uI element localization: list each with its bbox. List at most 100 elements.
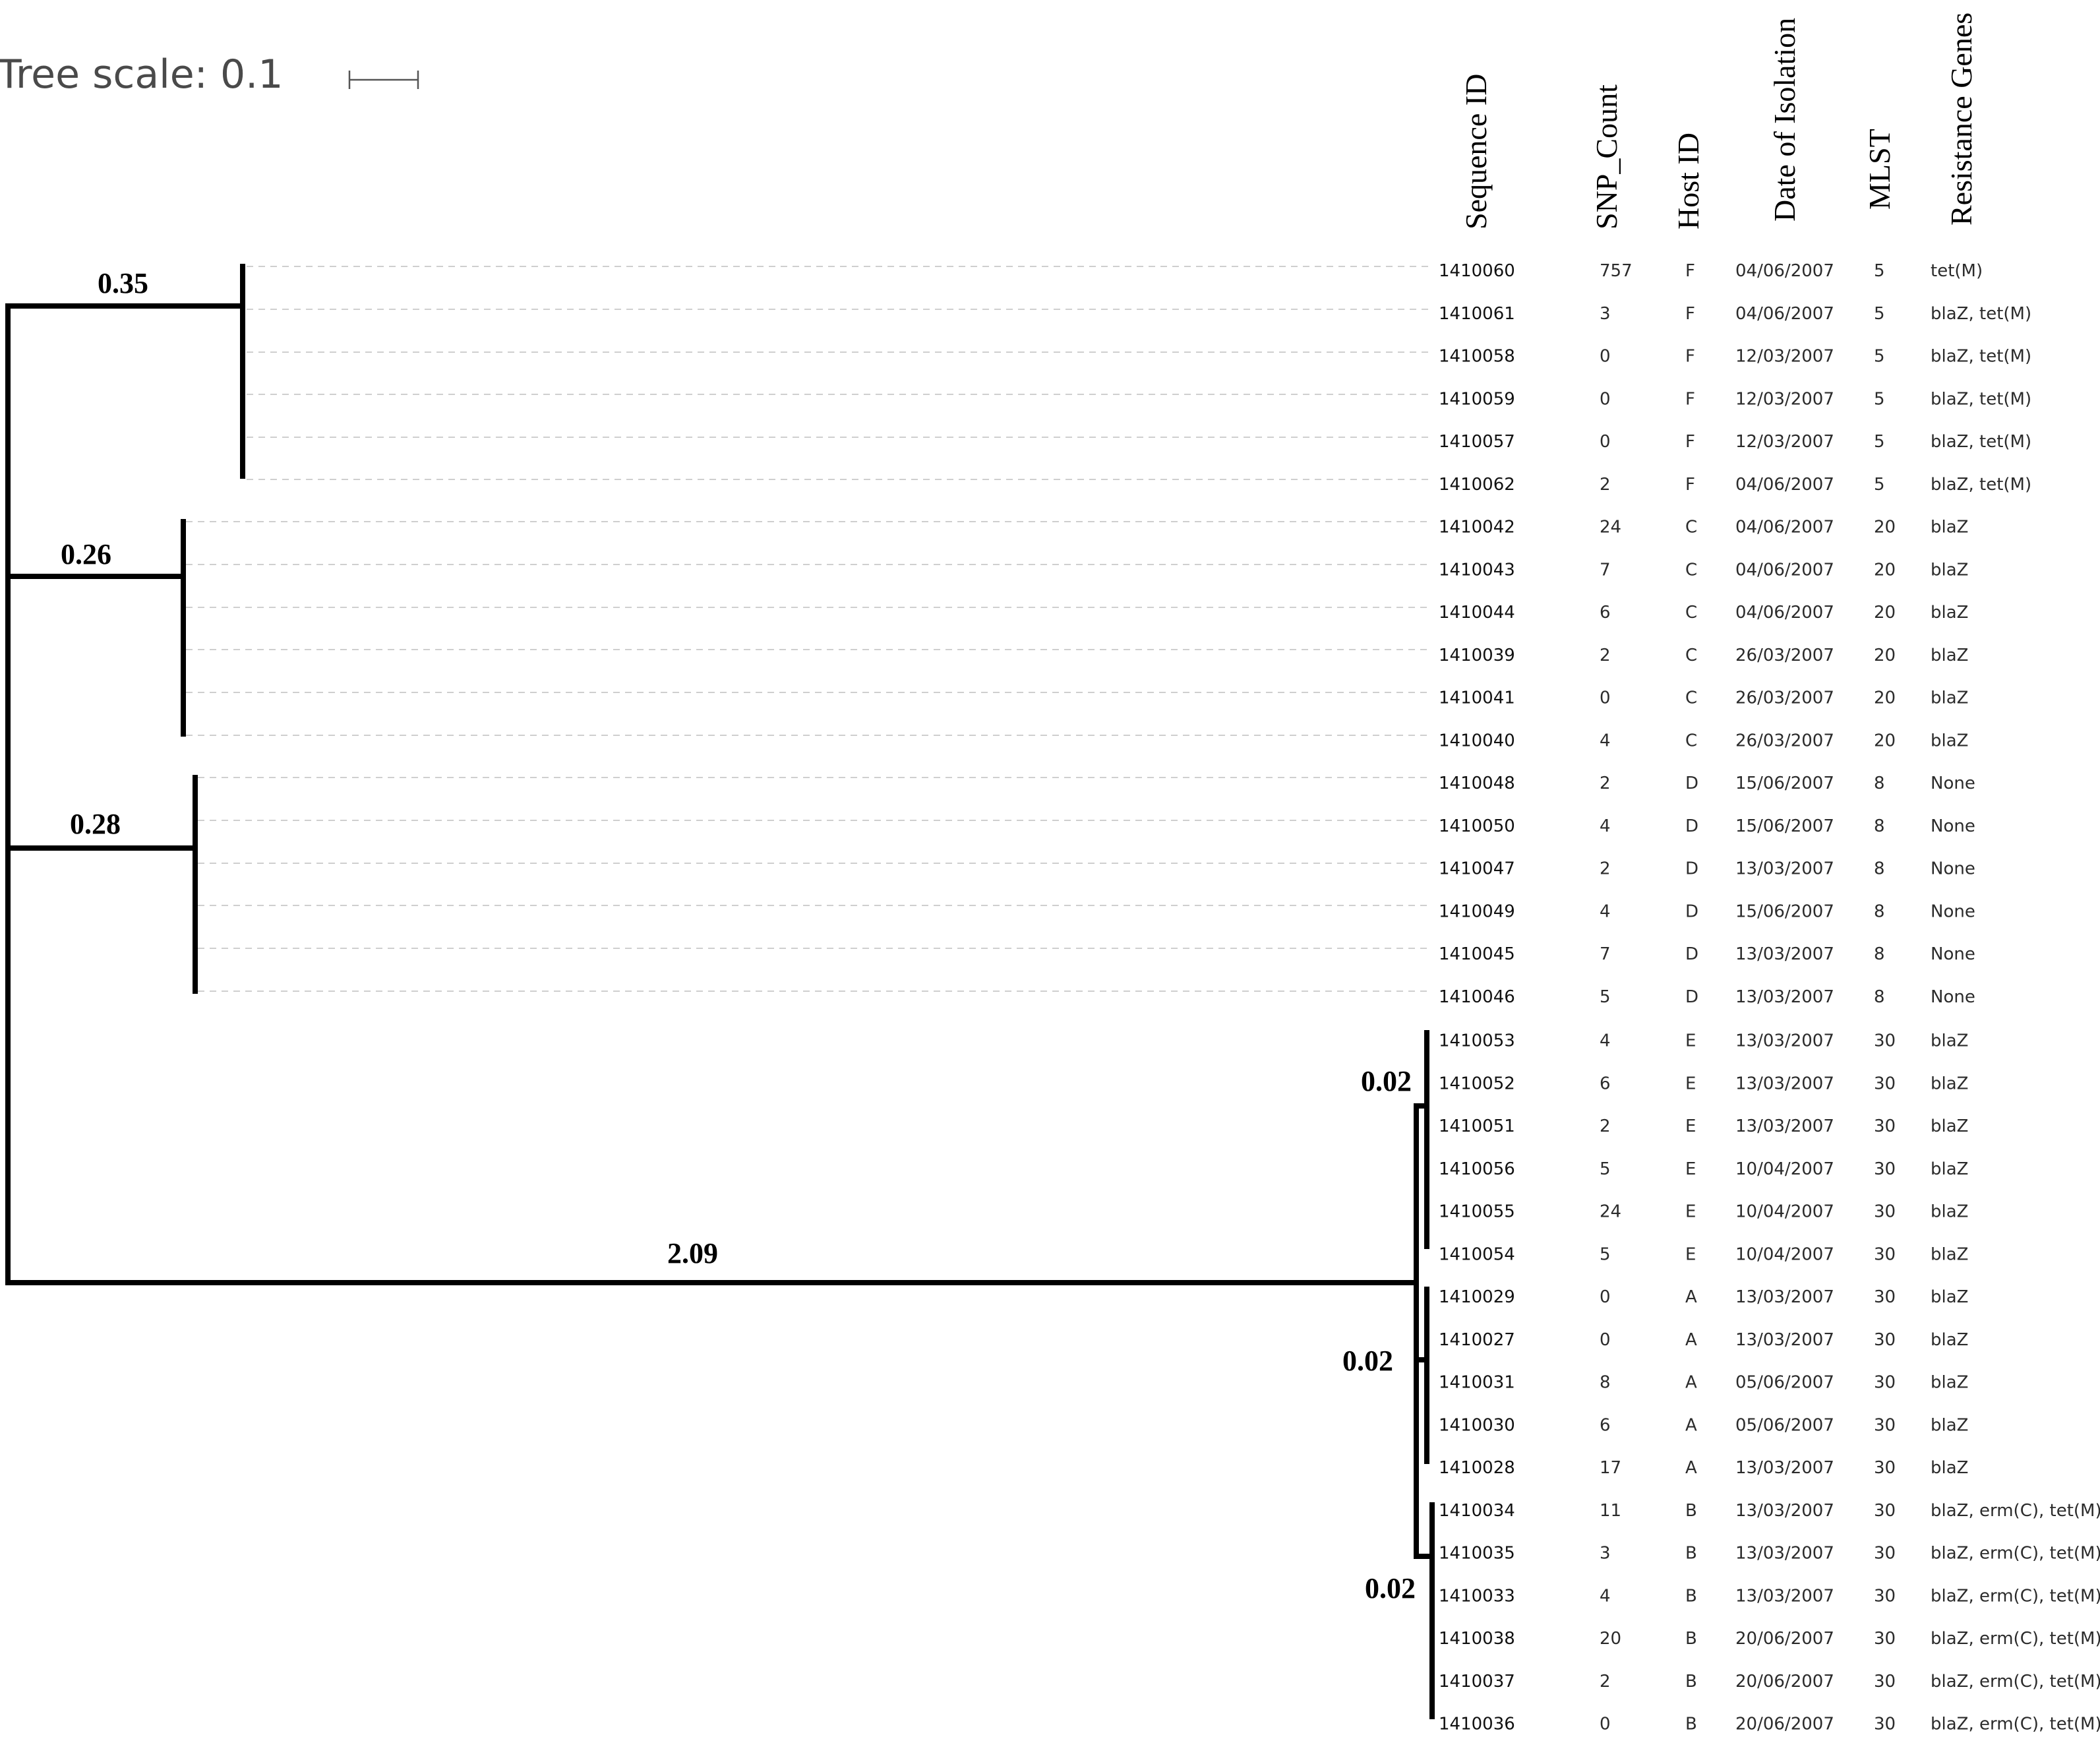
cell-host-id: A [1685, 1373, 1697, 1393]
cell-snp-count: 20 [1600, 1629, 1621, 1649]
cell-mlst: 30 [1874, 1330, 1896, 1350]
cell-sequence-id: 1410053 [1439, 1031, 1515, 1051]
cell-date-of-isolation: 04/06/2007 [1735, 518, 1834, 537]
column-headers: Sequence ID SNP_Count Host ID Date of Is… [1459, 13, 1978, 229]
cell-sequence-id: 1410051 [1439, 1116, 1515, 1136]
cell-snp-count: 11 [1600, 1501, 1621, 1521]
cell-host-id: C [1685, 731, 1697, 750]
cell-snp-count: 3 [1600, 1544, 1611, 1564]
cell-snp-count: 4 [1600, 901, 1611, 921]
cell-sequence-id: 1410036 [1439, 1715, 1515, 1734]
cell-sequence-id: 1410057 [1439, 432, 1515, 452]
cell-sequence-id: 1410044 [1439, 603, 1515, 623]
cell-sequence-id: 1410033 [1439, 1586, 1515, 1606]
cell-sequence-id: 1410046 [1439, 987, 1515, 1007]
cell-sequence-id: 1410037 [1439, 1672, 1515, 1692]
cell-mlst: 5 [1874, 347, 1885, 367]
cell-mlst: 30 [1874, 1501, 1896, 1521]
cell-resistance-genes: blaZ [1931, 1244, 1968, 1264]
cell-resistance-genes: None [1931, 987, 1975, 1007]
cell-date-of-isolation: 20/06/2007 [1735, 1715, 1834, 1734]
cell-host-id: E [1685, 1244, 1696, 1264]
cell-snp-count: 4 [1600, 1031, 1611, 1051]
cell-sequence-id: 1410040 [1439, 731, 1515, 750]
cell-mlst: 8 [1874, 774, 1885, 793]
tree-branches [5, 264, 1435, 1719]
cell-date-of-isolation: 12/03/2007 [1735, 347, 1834, 367]
cell-snp-count: 0 [1600, 432, 1611, 452]
cell-host-id: D [1685, 774, 1698, 793]
cell-date-of-isolation: 13/03/2007 [1735, 1031, 1834, 1051]
cell-host-id: E [1685, 1159, 1696, 1179]
cell-resistance-genes: blaZ [1931, 1373, 1968, 1393]
cell-mlst: 8 [1874, 987, 1885, 1007]
cell-host-id: F [1685, 389, 1695, 409]
cell-mlst: 30 [1874, 1031, 1896, 1051]
branch-label-clade-f: 0.35 [98, 267, 148, 299]
cell-host-id: E [1685, 1074, 1696, 1093]
cell-mlst: 30 [1874, 1287, 1896, 1307]
cell-resistance-genes: blaZ, tet(M) [1931, 389, 2031, 409]
cell-sequence-id: 1410042 [1439, 518, 1515, 537]
cell-resistance-genes: None [1931, 816, 1975, 836]
cell-resistance-genes: blaZ, tet(M) [1931, 432, 2031, 452]
cell-mlst: 5 [1874, 304, 1885, 324]
cell-host-id: A [1685, 1330, 1697, 1350]
cell-resistance-genes: tet(M) [1931, 261, 1983, 281]
cell-host-id: D [1685, 901, 1698, 921]
cell-mlst: 20 [1874, 560, 1896, 580]
cell-host-id: F [1685, 304, 1695, 324]
cell-snp-count: 0 [1600, 1287, 1611, 1307]
cell-date-of-isolation: 26/03/2007 [1735, 731, 1834, 750]
cell-snp-count: 2 [1600, 859, 1611, 879]
cell-host-id: B [1685, 1715, 1697, 1734]
cell-resistance-genes: blaZ [1931, 1031, 1968, 1051]
cell-date-of-isolation: 13/03/2007 [1735, 944, 1834, 964]
cell-sequence-id: 1410038 [1439, 1629, 1515, 1649]
cell-mlst: 8 [1874, 859, 1885, 879]
cell-date-of-isolation: 13/03/2007 [1735, 1501, 1834, 1521]
cell-host-id: F [1685, 261, 1695, 281]
cell-resistance-genes: blaZ [1931, 688, 1968, 708]
cell-mlst: 20 [1874, 646, 1896, 665]
cell-snp-count: 0 [1600, 1330, 1611, 1350]
cell-host-id: A [1685, 1415, 1697, 1435]
cell-host-id: D [1685, 944, 1698, 964]
cell-sequence-id: 1410043 [1439, 560, 1515, 580]
cell-mlst: 8 [1874, 816, 1885, 836]
cell-sequence-id: 1410054 [1439, 1244, 1515, 1264]
cell-date-of-isolation: 04/06/2007 [1735, 603, 1834, 623]
cell-host-id: E [1685, 1202, 1696, 1222]
cell-date-of-isolation: 15/06/2007 [1735, 901, 1834, 921]
cell-resistance-genes: blaZ, erm(C), tet(M) [1931, 1672, 2100, 1692]
cell-sequence-id: 1410062 [1439, 475, 1515, 495]
cell-host-id: E [1685, 1031, 1696, 1051]
cell-sequence-id: 1410049 [1439, 901, 1515, 921]
cell-sequence-id: 1410027 [1439, 1330, 1515, 1350]
cell-resistance-genes: blaZ, erm(C), tet(M) [1931, 1715, 2100, 1734]
cell-date-of-isolation: 04/06/2007 [1735, 261, 1834, 281]
cell-host-id: D [1685, 816, 1698, 836]
cell-sequence-id: 1410061 [1439, 304, 1515, 324]
cell-date-of-isolation: 26/03/2007 [1735, 646, 1834, 665]
cell-resistance-genes: blaZ, erm(C), tet(M) [1931, 1629, 2100, 1649]
cell-sequence-id: 1410055 [1439, 1202, 1515, 1222]
cell-resistance-genes: blaZ [1931, 731, 1968, 750]
cell-resistance-genes: blaZ, tet(M) [1931, 304, 2031, 324]
cell-mlst: 20 [1874, 731, 1896, 750]
cell-sequence-id: 1410056 [1439, 1159, 1515, 1179]
cell-snp-count: 2 [1600, 646, 1611, 665]
cell-snp-count: 5 [1600, 1159, 1611, 1179]
cell-snp-count: 7 [1600, 560, 1611, 580]
